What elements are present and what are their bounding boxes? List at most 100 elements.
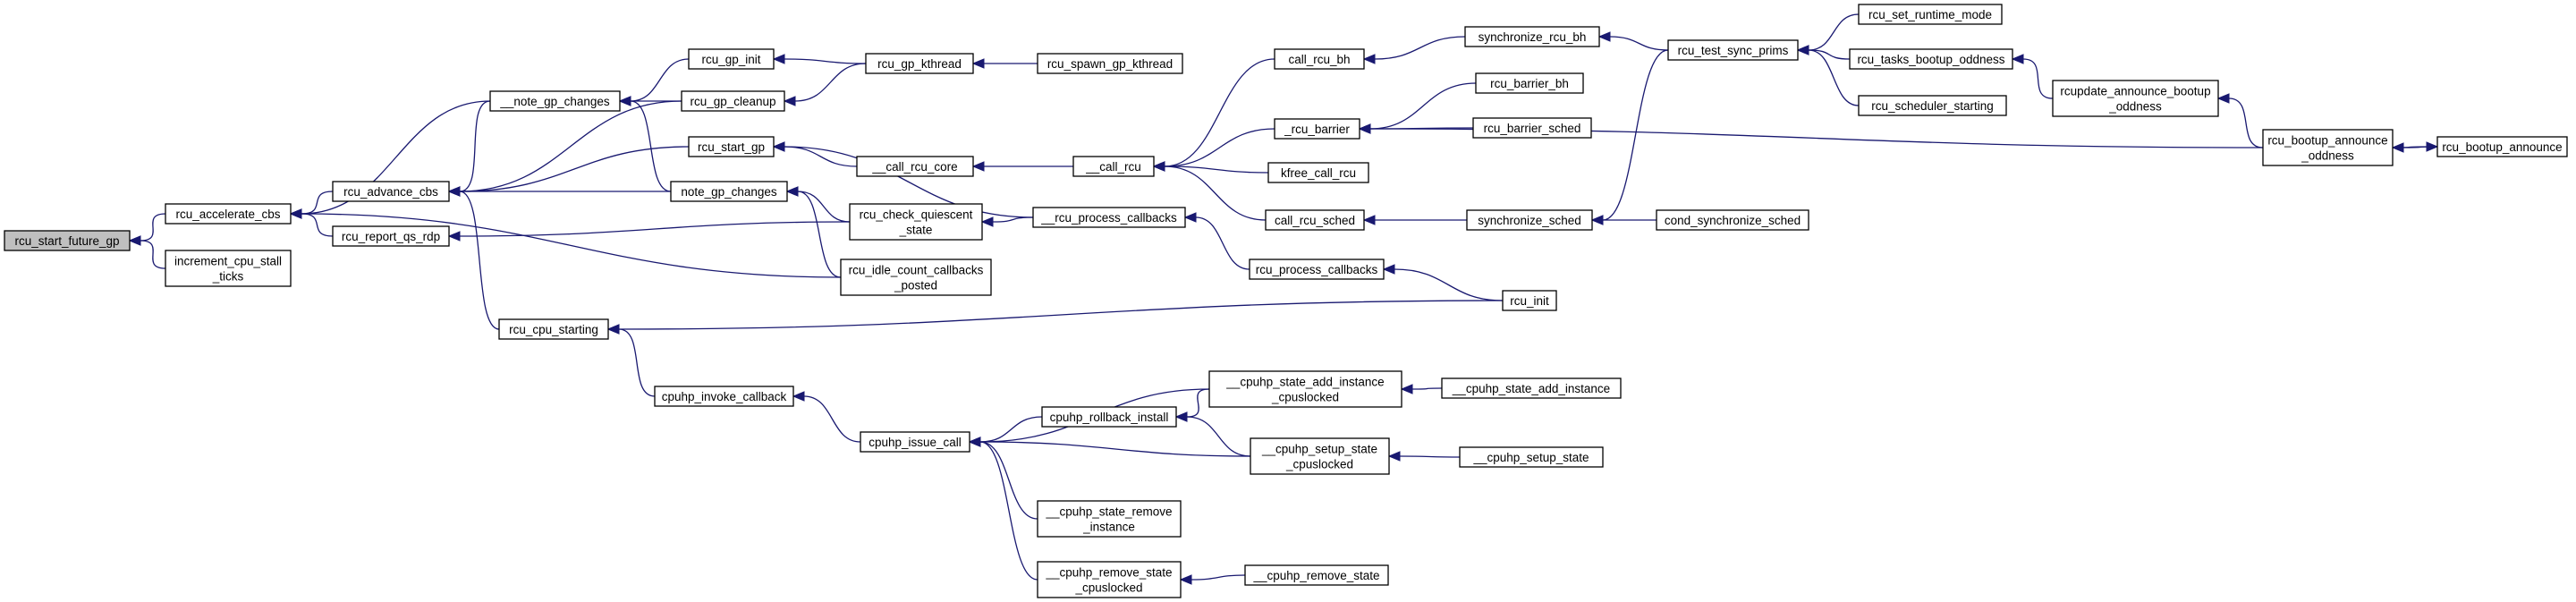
- node-ngc2[interactable]: __note_gp_changes: [489, 90, 621, 112]
- node-box: [1274, 118, 1360, 140]
- node-rgc[interactable]: rcu_gp_cleanup: [681, 90, 785, 112]
- node-cssc[interactable]: __cpuhp_setup_state_cpuslocked: [1250, 437, 1390, 475]
- edge-ngc2-to-radv: [447, 100, 491, 197]
- node-label: __cpuhp_state_add_instance: [1225, 376, 1384, 389]
- edge-line: [1808, 13, 1860, 51]
- node-rcqs[interactable]: rcu_check_quiescent_state: [849, 203, 983, 241]
- graph-nodes: rcu_start_future_gp rcu_accelerate_cbsinc…: [4, 4, 2568, 598]
- node-box: [4, 230, 131, 251]
- node-box: [165, 203, 292, 225]
- node-rsgk[interactable]: rcu_spawn_gp_kthread: [1037, 53, 1183, 74]
- node-icst[interactable]: increment_cpu_stall_ticks: [165, 250, 292, 287]
- edge-line: [618, 300, 1504, 330]
- node-rss[interactable]: rcu_scheduler_starting: [1858, 95, 2007, 116]
- node-crc[interactable]: __call_rcu_core: [856, 156, 974, 177]
- node-radv[interactable]: rcu_advance_cbs: [332, 181, 450, 202]
- node-box: [1466, 209, 1593, 231]
- node-box: [2436, 136, 2568, 157]
- node-label: _cpuslocked: [1285, 458, 1353, 471]
- edge-rss-to-rtsp: [1796, 45, 1860, 106]
- edge-line: [1808, 49, 1860, 106]
- node-ri[interactable]: rcu_init: [1502, 290, 1557, 311]
- node-rbb[interactable]: rcu_barrier_bh: [1475, 72, 1584, 94]
- node-label: _oddness: [2108, 100, 2162, 114]
- node-rqr[interactable]: rcu_report_qs_rdp: [332, 225, 450, 247]
- arrowhead: [1590, 215, 1604, 225]
- node-rgi[interactable]: rcu_gp_init: [688, 48, 775, 70]
- node-rb[interactable]: _rcu_barrier: [1274, 118, 1360, 140]
- node-label: cpuhp_issue_call: [869, 436, 962, 449]
- edge-line: [2022, 58, 2054, 99]
- node-cic[interactable]: cpuhp_invoke_callback: [654, 386, 794, 407]
- node-ricc[interactable]: rcu_idle_count_callbacks_posted: [840, 259, 992, 296]
- node-crsc[interactable]: __cpuhp_remove_state_cpuslocked: [1037, 561, 1182, 598]
- node-kcr[interactable]: kfree_call_rcu: [1267, 162, 1369, 183]
- node-rac[interactable]: rcu_accelerate_cbs: [165, 203, 292, 225]
- edge-line: [1186, 388, 1210, 418]
- node-label: synchronize_sched: [1478, 214, 1581, 227]
- arrowhead: [1358, 123, 1371, 134]
- arrowhead: [1362, 215, 1376, 225]
- edge-line: [2228, 98, 2264, 148]
- node-box: [670, 181, 788, 202]
- node-box: [688, 136, 775, 157]
- node-box: [165, 250, 292, 287]
- node-csai[interactable]: __cpuhp_state_add_instance: [1441, 377, 1622, 399]
- node-cri[interactable]: cpuhp_rollback_install: [1041, 406, 1177, 428]
- edge-line: [784, 58, 867, 64]
- node-cic2[interactable]: cpuhp_issue_call: [860, 431, 970, 453]
- node-crs[interactable]: call_rcu_sched: [1265, 209, 1365, 231]
- node-rbs[interactable]: rcu_barrier_sched: [1472, 117, 1592, 139]
- node-rtsp[interactable]: rcu_test_sync_prims: [1667, 39, 1799, 61]
- edge-csai-to-csaic: [1400, 384, 1443, 394]
- node-ngc[interactable]: note_gp_changes: [670, 181, 788, 202]
- node-ss[interactable]: synchronize_sched: [1466, 209, 1593, 231]
- edge-line: [979, 441, 1251, 457]
- node-label: rcu_cpu_starting: [509, 323, 598, 336]
- edge-rpc2-to-rcqs: [980, 216, 1034, 227]
- edge-ngc-to-radv: [447, 186, 671, 197]
- edge-line: [797, 191, 851, 223]
- node-srb[interactable]: synchronize_rcu_bh: [1464, 26, 1600, 47]
- node-css2[interactable]: cond_synchronize_sched: [1656, 209, 1809, 231]
- arrowhead: [971, 58, 985, 69]
- node-rsfg[interactable]: rcu_start_future_gp: [4, 230, 131, 251]
- node-label: __cpuhp_state_remove: [1045, 505, 1172, 519]
- node-cr[interactable]: __call_rcu: [1072, 156, 1155, 177]
- edge-rpc2-to-rsg: [772, 141, 1034, 218]
- node-label: _posted: [894, 279, 937, 293]
- node-rpc2[interactable]: __rcu_process_callbacks: [1032, 207, 1186, 228]
- arrowhead: [1174, 411, 1188, 422]
- edge-line: [140, 213, 166, 242]
- node-raboo[interactable]: rcupdate_announce_bootup_oddness: [2052, 80, 2219, 117]
- edge-line: [992, 216, 1034, 223]
- arrowhead: [2426, 141, 2439, 152]
- edge-rsg-to-radv: [447, 146, 690, 197]
- node-label: rcu_tasks_bootup_oddness: [1857, 53, 2004, 66]
- edge-line: [1808, 49, 1851, 60]
- node-rsg[interactable]: rcu_start_gp: [688, 136, 775, 157]
- node-box: [1244, 564, 1389, 586]
- node-label: increment_cpu_stall: [174, 255, 282, 268]
- node-rpc[interactable]: rcu_process_callbacks: [1249, 259, 1385, 280]
- node-rba[interactable]: rcu_bootup_announce: [2436, 136, 2568, 157]
- node-box: [1459, 446, 1604, 468]
- node-rtbo[interactable]: rcu_tasks_bootup_oddness: [1849, 48, 2013, 70]
- node-rgk[interactable]: rcu_gp_kthread: [865, 53, 974, 74]
- node-crs2[interactable]: __cpuhp_remove_state: [1244, 564, 1389, 586]
- node-rsrm[interactable]: rcu_set_runtime_mode: [1858, 4, 2003, 25]
- node-csri[interactable]: __cpuhp_state_remove_instance: [1037, 500, 1182, 538]
- arrowhead: [1152, 161, 1165, 172]
- node-label: call_rcu_sched: [1275, 214, 1355, 227]
- node-csaic[interactable]: __cpuhp_state_add_instance_cpuslocked: [1208, 370, 1402, 408]
- node-label: rcu_init: [1510, 294, 1549, 308]
- arrowhead: [1597, 31, 1611, 42]
- edge-line: [1609, 36, 1669, 51]
- node-crb[interactable]: call_rcu_bh: [1274, 48, 1365, 70]
- node-rbao[interactable]: rcu_bootup_announce_oddness: [2262, 129, 2394, 166]
- node-label: rcu_spawn_gp_kthread: [1047, 57, 1173, 71]
- node-label: call_rcu_bh: [1288, 53, 1350, 66]
- edge-raboo-to-rtbo: [2011, 54, 2054, 99]
- node-rcs[interactable]: rcu_cpu_starting: [498, 318, 609, 340]
- node-css[interactable]: __cpuhp_setup_state: [1459, 446, 1604, 468]
